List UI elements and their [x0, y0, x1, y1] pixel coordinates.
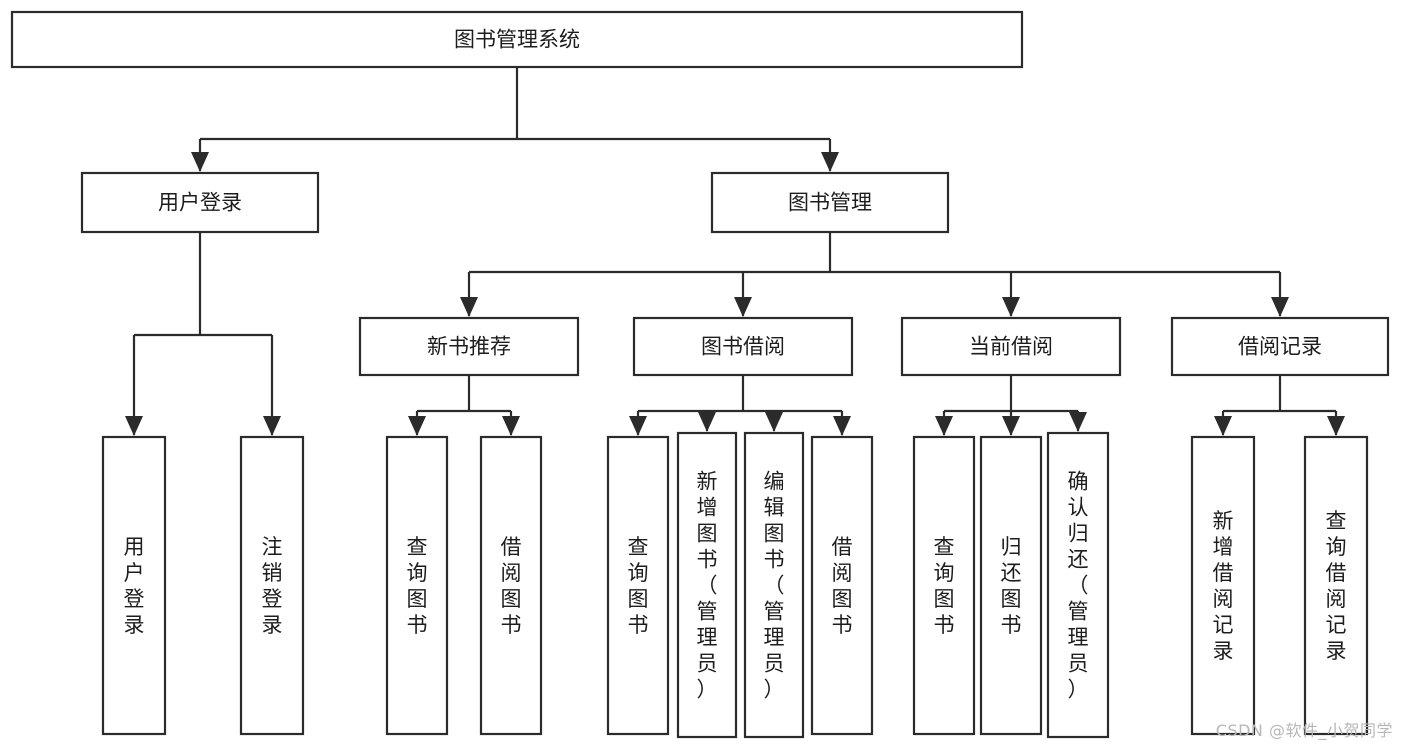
node-layer: 图书管理系统用户登录图书管理新书推荐图书借阅当前借阅借阅记录用户登录注销登录查询…: [10, 10, 1390, 739]
node-box-leaf-add-record: [1190, 435, 1256, 736]
node-leaf-add-record[interactable]: 新增借阅记录: [1190, 435, 1256, 736]
node-box-root: [10, 10, 1024, 69]
node-label-leaf-logout: 注销登录: [262, 535, 283, 637]
node-root[interactable]: 图书管理系统: [10, 10, 1024, 69]
node-leaf-logout[interactable]: 注销登录: [239, 435, 305, 736]
node-leaf-borrow-book-1[interactable]: 借阅图书: [479, 435, 543, 736]
node-leaf-query-book-1[interactable]: 查询图书: [385, 435, 449, 736]
node-box-borrow-record: [1170, 316, 1390, 377]
node-borrow-record[interactable]: 借阅记录: [1170, 316, 1390, 377]
node-box-user-login: [80, 171, 320, 234]
node-label-book-borrow: 图书借阅: [701, 335, 785, 359]
node-label-leaf-borrow-book-1: 借阅图书: [501, 535, 522, 637]
arrow-user-login: [191, 152, 209, 172]
connector-layer: [125, 67, 1345, 436]
node-label-book-manage: 图书管理: [788, 191, 872, 215]
node-label-leaf-query-record: 查询借阅记录: [1326, 509, 1347, 663]
node-box-new-book-rec: [358, 316, 580, 377]
node-box-leaf-user-login: [101, 435, 167, 736]
node-label-leaf-confirm-return: 确认归还（管理员）: [1068, 469, 1089, 701]
node-leaf-user-login[interactable]: 用户登录: [101, 435, 167, 736]
node-label-leaf-add-record: 新增借阅记录: [1213, 509, 1234, 663]
node-leaf-return-book[interactable]: 归还图书: [979, 435, 1043, 736]
node-label-borrow-record: 借阅记录: [1238, 335, 1322, 359]
node-label-leaf-query-book-1: 查询图书: [407, 535, 428, 637]
arrow-leaf-return-book: [1002, 416, 1020, 436]
node-label-root: 图书管理系统: [454, 28, 580, 52]
node-label-leaf-return-book: 归还图书: [1001, 535, 1022, 637]
node-leaf-confirm-return[interactable]: 确认归还（管理员）: [1046, 431, 1110, 739]
node-box-leaf-query-book-1: [385, 435, 449, 736]
arrow-new-book-rec: [460, 297, 478, 317]
arrow-leaf-user-login: [125, 416, 143, 436]
node-box-book-manage: [710, 171, 950, 234]
node-leaf-edit-book[interactable]: 编辑图书（管理员）: [743, 431, 805, 739]
node-box-leaf-edit-book: [743, 431, 805, 739]
node-box-book-borrow: [632, 316, 854, 377]
node-label-leaf-query-book-2: 查询图书: [628, 535, 649, 637]
node-label-user-login: 用户登录: [158, 191, 242, 215]
arrow-leaf-add-record: [1214, 416, 1232, 436]
node-box-leaf-borrow-book-2: [810, 435, 874, 736]
node-box-leaf-borrow-book-1: [479, 435, 543, 736]
node-user-login[interactable]: 用户登录: [80, 171, 320, 234]
arrow-book-borrow: [734, 297, 752, 317]
node-book-manage[interactable]: 图书管理: [710, 171, 950, 234]
arrow-leaf-add-book: [698, 412, 716, 432]
node-box-current-borrow: [900, 316, 1122, 377]
node-box-leaf-logout: [239, 435, 305, 736]
node-box-leaf-return-book: [979, 435, 1043, 736]
node-leaf-query-book-2[interactable]: 查询图书: [606, 435, 670, 736]
arrow-leaf-edit-book: [765, 412, 783, 432]
arrow-leaf-query-book-3: [935, 416, 953, 436]
node-box-leaf-confirm-return: [1046, 431, 1110, 739]
node-label-current-borrow: 当前借阅: [969, 335, 1053, 359]
node-label-leaf-edit-book: 编辑图书（管理员）: [764, 469, 785, 701]
node-label-leaf-borrow-book-2: 借阅图书: [832, 535, 853, 637]
node-leaf-borrow-book-2[interactable]: 借阅图书: [810, 435, 874, 736]
arrow-leaf-confirm-return: [1069, 412, 1087, 432]
arrow-leaf-query-book-2: [629, 416, 647, 436]
node-box-leaf-add-book: [676, 431, 738, 739]
arrow-book-manage: [821, 152, 839, 172]
arrow-leaf-borrow-book-1: [502, 416, 520, 436]
node-leaf-query-book-3[interactable]: 查询图书: [912, 435, 976, 736]
node-label-new-book-rec: 新书推荐: [427, 335, 511, 359]
arrow-leaf-query-book-1: [408, 416, 426, 436]
node-leaf-add-book[interactable]: 新增图书（管理员）: [676, 431, 738, 739]
node-box-leaf-query-record: [1303, 435, 1369, 736]
arrow-borrow-record: [1271, 297, 1289, 317]
node-box-leaf-query-book-2: [606, 435, 670, 736]
node-label-leaf-user-login: 用户登录: [124, 535, 145, 637]
node-current-borrow[interactable]: 当前借阅: [900, 316, 1122, 377]
node-label-leaf-add-book: 新增图书（管理员）: [697, 469, 718, 701]
arrow-leaf-borrow-book-2: [833, 416, 851, 436]
node-new-book-rec[interactable]: 新书推荐: [358, 316, 580, 377]
node-book-borrow[interactable]: 图书借阅: [632, 316, 854, 377]
node-label-leaf-query-book-3: 查询图书: [934, 535, 955, 637]
node-box-leaf-query-book-3: [912, 435, 976, 736]
arrow-leaf-query-record: [1327, 416, 1345, 436]
arrow-current-borrow: [1002, 297, 1020, 317]
arrow-leaf-logout: [263, 416, 281, 436]
node-leaf-query-record[interactable]: 查询借阅记录: [1303, 435, 1369, 736]
